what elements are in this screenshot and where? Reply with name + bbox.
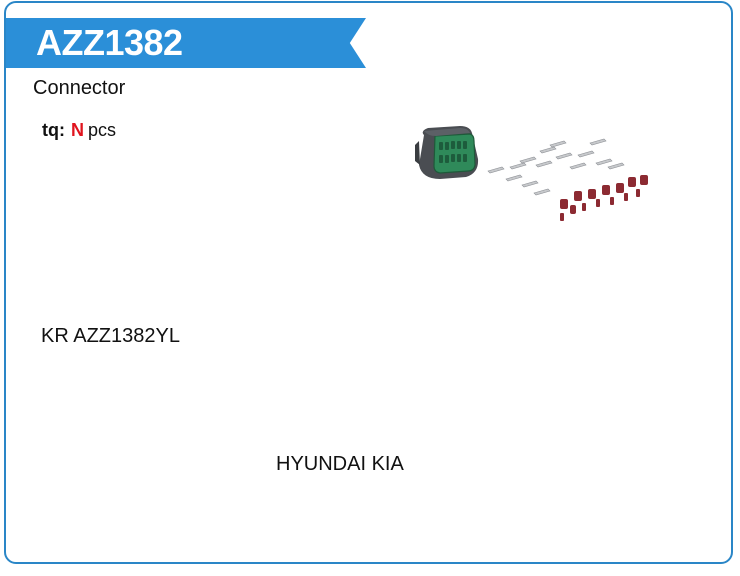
quantity-unit: pcs xyxy=(87,120,116,140)
quantity-label: tq: xyxy=(42,120,65,140)
brand-name: HYUNDAI KIA xyxy=(276,453,404,475)
connector-kit-image xyxy=(415,126,648,221)
product-code-title: AZZ1382 xyxy=(36,22,183,63)
quantity-value: N xyxy=(70,120,84,140)
terminal-pins-icon xyxy=(487,138,625,196)
wire-seals-icon xyxy=(560,175,648,221)
connector-housing-icon xyxy=(415,126,479,179)
part-code: KR AZZ1382YL xyxy=(41,325,180,347)
title-banner: AZZ1382 xyxy=(6,18,366,68)
product-category: Connector xyxy=(33,77,126,99)
